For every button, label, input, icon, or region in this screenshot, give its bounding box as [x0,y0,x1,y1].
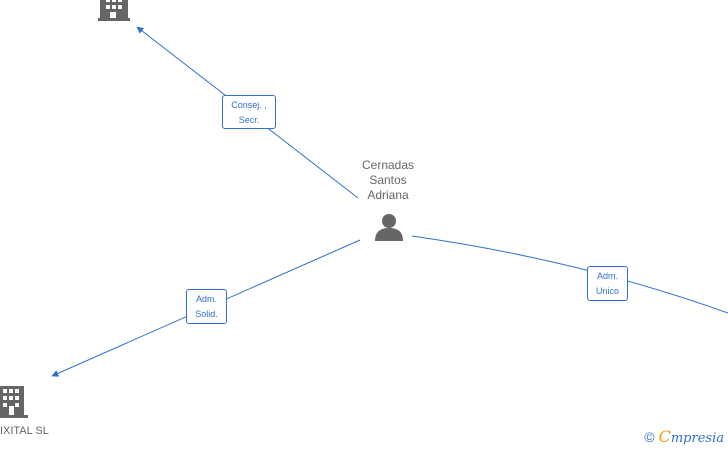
person-name-line-1: Cernadas [361,158,415,172]
person-label[interactable]: Cernadas Santos Adriana [348,158,428,203]
brand-rest: mpresia [670,431,724,446]
brand-watermark: © Cmpresia [644,427,724,446]
edge-label-top-left-line-1: Consej. , [231,100,267,110]
person-name-line-3: Adriana [367,188,409,202]
person-icon[interactable] [375,214,403,241]
edge-label-right-line-2: Unico [595,286,619,296]
brand-name: Cmpresia [659,427,724,446]
edge-label-top-left[interactable]: Consej. , Secr. [222,95,276,129]
copyright-symbol: © [644,428,655,445]
edge-label-right[interactable]: Adm. Unico [587,266,628,301]
edge-label-right-line-1: Adm. [596,271,618,281]
company-building-icon-bottom-left[interactable] [0,386,28,418]
company-label-bottom-left[interactable]: DIXITAL SL [0,425,49,437]
edge-line-right [411,235,728,314]
edge-label-bottom-left[interactable]: Adm. Solid. [186,289,227,324]
edge-label-bottom-left-line-2: Solid. [195,309,218,319]
company-building-icon-top[interactable] [98,0,130,21]
person-name-line-2: Santos [369,173,407,187]
edge-label-bottom-left-line-1: Adm. [195,294,217,304]
edge-label-top-left-line-2: Secr. [238,115,260,125]
brand-first-letter: C [658,427,671,446]
